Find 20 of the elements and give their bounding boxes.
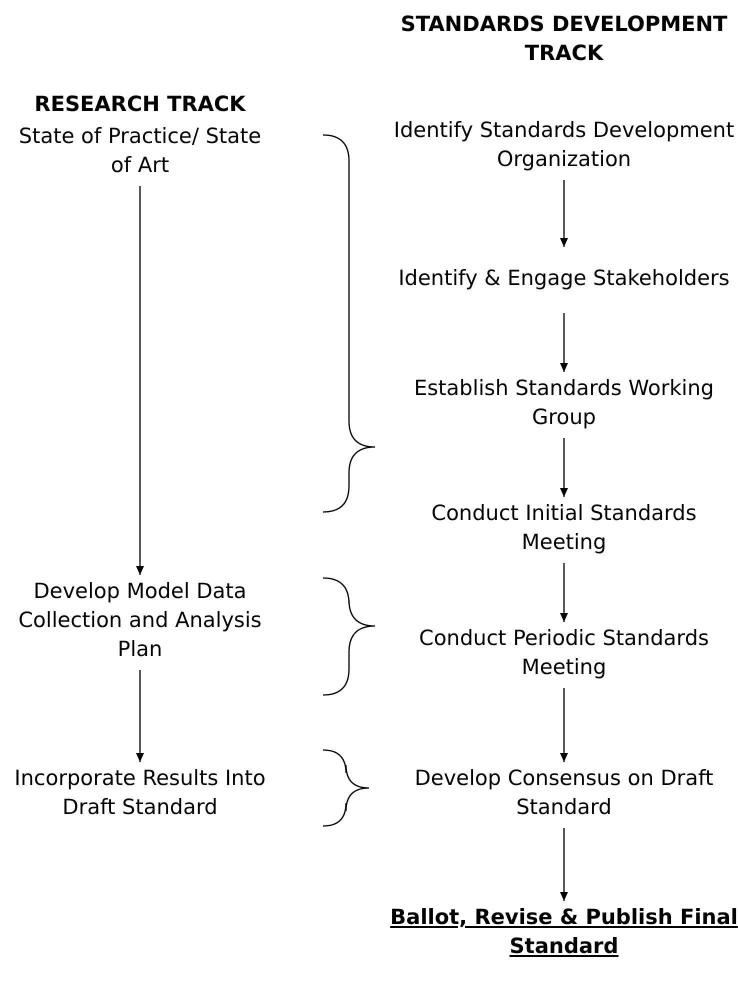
step-text: Develop Model Data Collection and Analysis Plan	[17, 578, 263, 663]
step-text: Conduct Initial Standards Meeting	[430, 500, 698, 556]
arrow	[560, 563, 568, 622]
final-step-text: Ballot, Revise & Publish Final Standard	[390, 904, 738, 960]
step-text: Establish Standards Working Group	[412, 375, 716, 431]
step-text: Conduct Periodic Standards Meeting	[418, 625, 710, 681]
column-heading: RESEARCH TRACK	[33, 91, 247, 118]
arrow	[136, 186, 144, 575]
step-text: Identify Standards Development Organization	[392, 117, 736, 173]
step-text: State of Practice/ State of Art	[18, 123, 262, 179]
arrow	[560, 688, 568, 762]
step-text: Identify & Engage Stakeholders	[398, 264, 730, 292]
arrow	[560, 180, 568, 247]
arrow	[136, 670, 144, 762]
arrow	[560, 828, 568, 901]
column-heading: STANDARDS DEVELOPMENT TRACK	[400, 11, 728, 67]
arrow	[560, 438, 568, 497]
arrow	[560, 313, 568, 372]
step-text: Incorporate Results Into Draft Standard	[13, 765, 267, 821]
step-text: Develop Consensus on Draft Standard	[414, 765, 714, 821]
